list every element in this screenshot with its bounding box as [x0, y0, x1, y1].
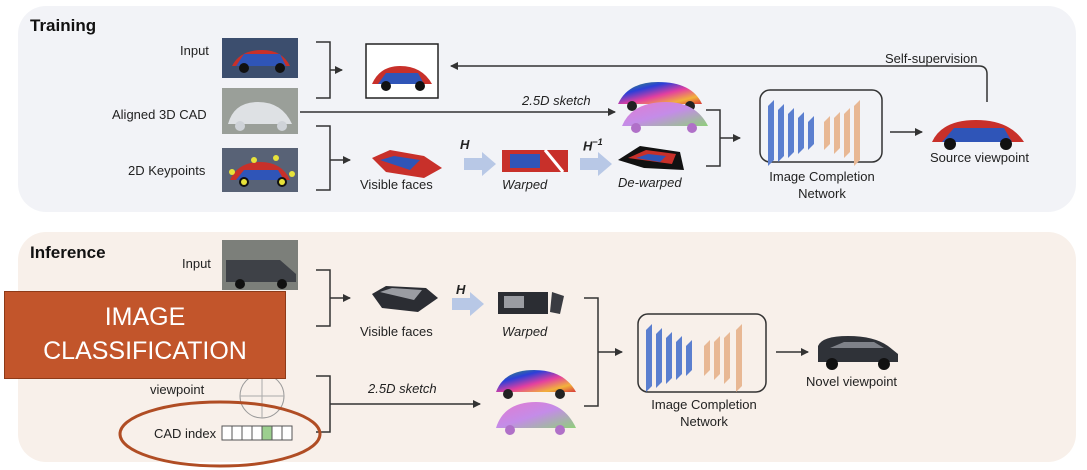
training-cad-photo: [222, 88, 298, 134]
training-dewarped-label: De-warped: [618, 175, 682, 190]
training-network: [759, 89, 883, 166]
training-sketch-images: [618, 82, 708, 133]
inference-visible-faces: [372, 286, 438, 312]
inference-warped: [498, 292, 564, 314]
inference-output-car: [818, 336, 898, 370]
training-warped-label: Warped: [502, 177, 548, 192]
viewpoint-dial: [239, 373, 285, 419]
training-network-line1: Image Completion: [769, 169, 875, 184]
h-symbol-2: H: [456, 282, 466, 297]
inference-network: [637, 313, 767, 393]
cad-index-highlight: [118, 400, 322, 468]
training-cad-label: Aligned 3D CAD: [112, 107, 207, 122]
badge-line1: IMAGE: [104, 303, 186, 331]
inference-network-label: Image Completion Network: [638, 396, 770, 430]
warp-arrow-2: [580, 152, 612, 176]
training-visible-faces-label: Visible faces: [360, 177, 433, 192]
novel-viewpoint-label: Novel viewpoint: [806, 374, 898, 389]
training-visible-faces: [372, 150, 442, 178]
inference-network-line1: Image Completion: [651, 397, 757, 412]
cad-index-vector: [221, 425, 293, 441]
inference-input-photo: [222, 240, 298, 290]
h-symbol-1: H: [460, 137, 470, 152]
training-input-photo: [222, 38, 298, 78]
self-supervision-label: Self-supervision: [885, 51, 978, 66]
training-keypoints-label: 2D Keypoints: [128, 163, 206, 178]
inference-sketch-label: 2.5D sketch: [368, 381, 437, 396]
training-title: Training: [30, 16, 97, 35]
training-input-box: [365, 43, 439, 99]
inference-sketch-images: [496, 370, 576, 435]
training-sketch-label: 2.5D sketch: [522, 93, 591, 108]
inference-title: Inference: [30, 243, 106, 262]
h-inverse-exponent: −1: [592, 137, 603, 147]
inference-cad-index-label: CAD index: [154, 426, 217, 441]
inference-input-label: Input: [182, 256, 211, 271]
training-input-label: Input: [180, 43, 209, 58]
warp-arrow-1: [464, 152, 496, 176]
inference-visible-faces-label: Visible faces: [360, 324, 433, 339]
training-warped: [502, 149, 568, 173]
training-network-label: Image Completion Network: [758, 168, 886, 202]
source-viewpoint-label: Source viewpoint: [930, 150, 1029, 165]
badge-line2: CLASSIFICATION: [43, 337, 247, 365]
training-dewarped: [618, 146, 684, 170]
training-network-line2: Network: [798, 186, 846, 201]
training-output-car: [932, 120, 1024, 150]
h-inverse-symbol: H−1: [583, 137, 603, 154]
training-panel: [18, 6, 1076, 212]
inference-network-line2: Network: [680, 414, 728, 429]
image-classification-badge: IMAGE CLASSIFICATION: [4, 291, 286, 379]
training-keypoints-photo: [222, 148, 298, 192]
inference-warped-label: Warped: [502, 324, 548, 339]
warp-arrow-3: [452, 292, 484, 316]
inference-viewpoint-label: viewpoint: [150, 382, 205, 397]
